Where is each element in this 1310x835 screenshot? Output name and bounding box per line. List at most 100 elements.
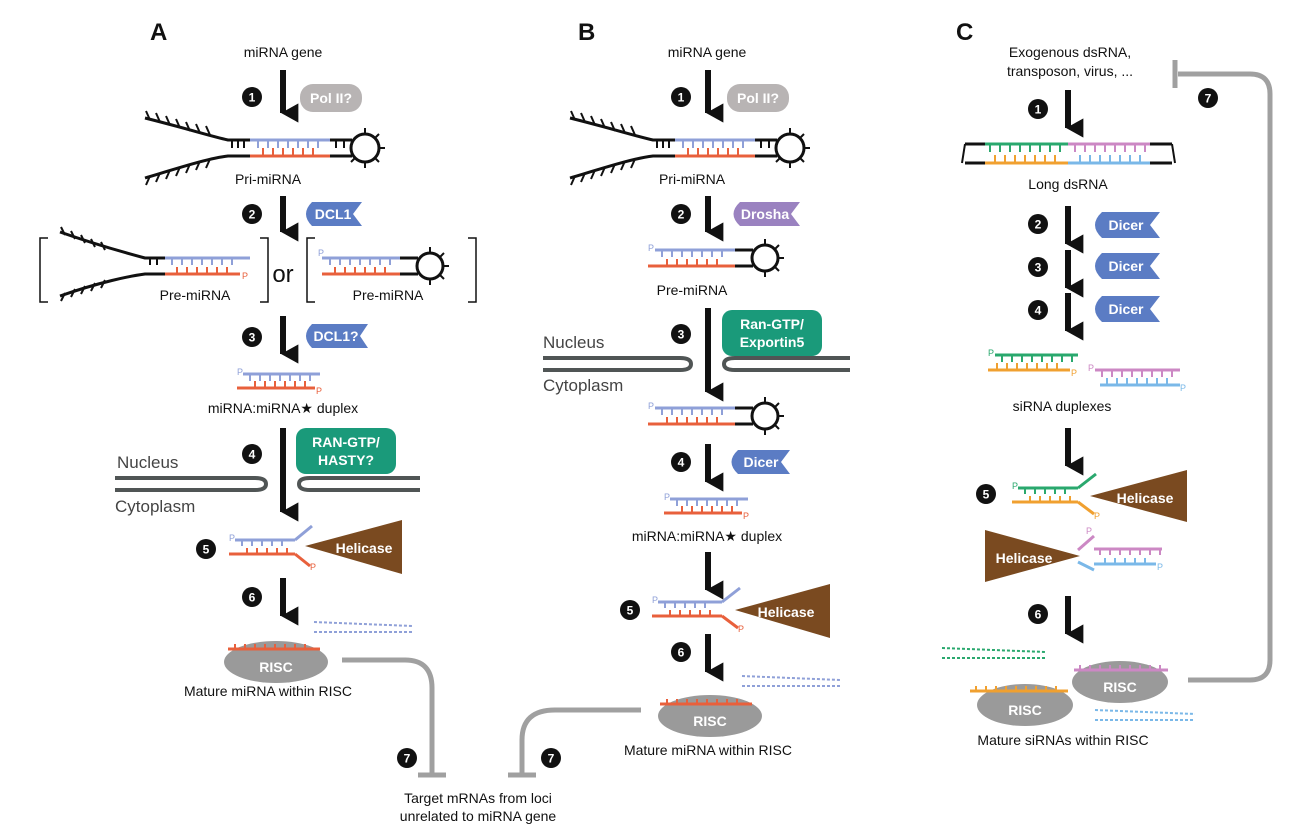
step-6-number: 6 <box>249 591 256 605</box>
long-dsrna <box>961 142 1176 165</box>
sirna-duplexes-label: siRNA duplexes <box>1013 398 1112 414</box>
sirna-duplexes: P P P P <box>988 348 1186 393</box>
phosphate-label: P <box>1086 526 1092 536</box>
source-label-line1: Exogenous dsRNA, <box>1009 44 1131 60</box>
pri-mirna-label-a: Pri-miRNA <box>235 171 302 187</box>
mirna-duplex-b: P P <box>664 492 749 521</box>
phosphate-label: P <box>738 624 744 634</box>
step-4-number-b: 4 <box>678 456 685 470</box>
step-6-marker <box>242 587 262 607</box>
step-7-marker-c <box>1198 88 1218 108</box>
degraded-strand-lightblue <box>1094 709 1196 721</box>
degraded-strand-green <box>941 647 1046 659</box>
step-5-number: 5 <box>203 543 210 557</box>
dicer-label-b: Dicer <box>743 454 779 470</box>
step-2-marker-c <box>1028 214 1048 234</box>
phosphate-label: P <box>318 248 324 258</box>
step-2-marker-b <box>671 204 691 224</box>
mature-mirna-label-b: Mature miRNA within RISC <box>624 742 792 758</box>
pol-ii-label-b: Pol II? <box>737 90 779 106</box>
dicer-label-c2: Dicer <box>1108 258 1144 274</box>
step-5-marker <box>196 539 216 559</box>
target-inhibition-lines <box>342 657 641 778</box>
step-1-number-b: 1 <box>678 91 685 105</box>
step-2-marker <box>242 204 262 224</box>
helicase-shape-c1 <box>1090 470 1187 522</box>
phosphate-label: P <box>237 367 243 377</box>
unwinding-duplex-b: P P <box>652 586 744 634</box>
degraded-star-strand-a <box>313 621 413 633</box>
degraded-star-strand-b <box>741 675 841 687</box>
dicer-label-c3: Dicer <box>1108 301 1144 317</box>
step-7-number-c: 7 <box>1205 92 1212 106</box>
ran-gtp-label-line2: HASTY? <box>318 452 374 468</box>
ran-gtp-exportin-line1: Ran-GTP/ <box>740 316 804 332</box>
helicase-shape-c2 <box>985 530 1080 582</box>
pri-mirna-hairpin-a <box>144 110 385 186</box>
nuclear-membrane-b <box>543 356 850 372</box>
phosphate-label: P <box>310 562 316 572</box>
step-3-marker-b <box>671 324 691 344</box>
step-5-number-c: 5 <box>983 488 990 502</box>
panel-a: A miRNA gene 1 Pol II? Pri-miRNA 2 <box>39 19 477 699</box>
nucleus-label-b: Nucleus <box>543 333 604 352</box>
step-6-number-b: 6 <box>678 646 685 660</box>
step-4-marker <box>242 444 262 464</box>
step-1-marker-c <box>1028 99 1048 119</box>
mature-mirna-strand-a <box>228 644 320 651</box>
dicer-enzyme-shape-c1 <box>1095 212 1160 238</box>
panel-b-gene-label: miRNA gene <box>668 44 747 60</box>
step-5-marker-c <box>976 484 996 504</box>
pre-mirna-left: P <box>39 226 269 303</box>
pre-mirna-label-a-left: Pre-miRNA <box>160 287 231 303</box>
phosphate-label: P <box>1094 511 1100 521</box>
drosha-label: Drosha <box>741 206 789 222</box>
phosphate-label: P <box>648 401 654 411</box>
step-5-marker-b <box>620 600 640 620</box>
step-6-marker-b <box>671 642 691 662</box>
pri-mirna-label-b: Pri-miRNA <box>659 171 726 187</box>
dcl1-question-enzyme-shape <box>306 324 368 348</box>
step-4-marker-b <box>671 452 691 472</box>
step-5-number-b: 5 <box>627 604 634 618</box>
pol-ii-badge <box>300 84 362 112</box>
phosphate-label: P <box>1071 368 1077 378</box>
unwinding-duplex-a: P P <box>229 524 316 572</box>
phosphate-label: P <box>664 492 670 502</box>
phosphate-label: P <box>316 386 322 396</box>
helicase-label-c2: Helicase <box>996 550 1053 566</box>
step-3-number: 3 <box>249 331 256 345</box>
step-3-number-b: 3 <box>678 328 685 342</box>
mature-sirna-pink <box>1074 665 1168 672</box>
helicase-shape-a <box>305 520 402 574</box>
risc-label-c1: RISC <box>1103 679 1136 695</box>
dicer-enzyme-shape-c2 <box>1095 253 1160 279</box>
mature-sirna-orange <box>970 686 1068 693</box>
phosphate-label: P <box>1180 383 1186 393</box>
helicase-label-b: Helicase <box>758 604 815 620</box>
panel-c: C Exogenous dsRNA, transposon, virus, ..… <box>941 19 1273 748</box>
pre-mirna-b: P <box>648 239 784 277</box>
risc-complex-c2 <box>977 684 1073 726</box>
nucleus-label-a: Nucleus <box>117 453 178 472</box>
dcl1-enzyme-shape <box>306 202 362 226</box>
dicer-enzyme-shape-b <box>731 450 790 474</box>
dcl1-question-label: DCL1? <box>313 328 358 344</box>
risc-label-b: RISC <box>693 713 726 729</box>
ran-gtp-hasty-badge <box>296 428 396 474</box>
step-2-number-b: 2 <box>678 208 685 222</box>
dicer-label-c1: Dicer <box>1108 217 1144 233</box>
target-mrna-label-line1: Target mRNAs from loci <box>404 790 552 806</box>
step-7-number-b: 7 <box>548 752 555 766</box>
nuclear-membrane-a <box>115 476 420 492</box>
helicase-label-c1: Helicase <box>1117 490 1174 506</box>
step-7-marker-b <box>541 748 561 768</box>
phosphate-label: P <box>1157 562 1163 572</box>
pre-mirna-cytoplasm-b: P <box>648 397 784 435</box>
duplex-label-b: miRNA:miRNA★ duplex <box>632 528 782 544</box>
step-1-marker <box>242 87 262 107</box>
step-3-marker <box>242 327 262 347</box>
duplex-label-a: miRNA:miRNA★ duplex <box>208 400 358 416</box>
mirna-duplex-a: P P <box>237 367 322 396</box>
